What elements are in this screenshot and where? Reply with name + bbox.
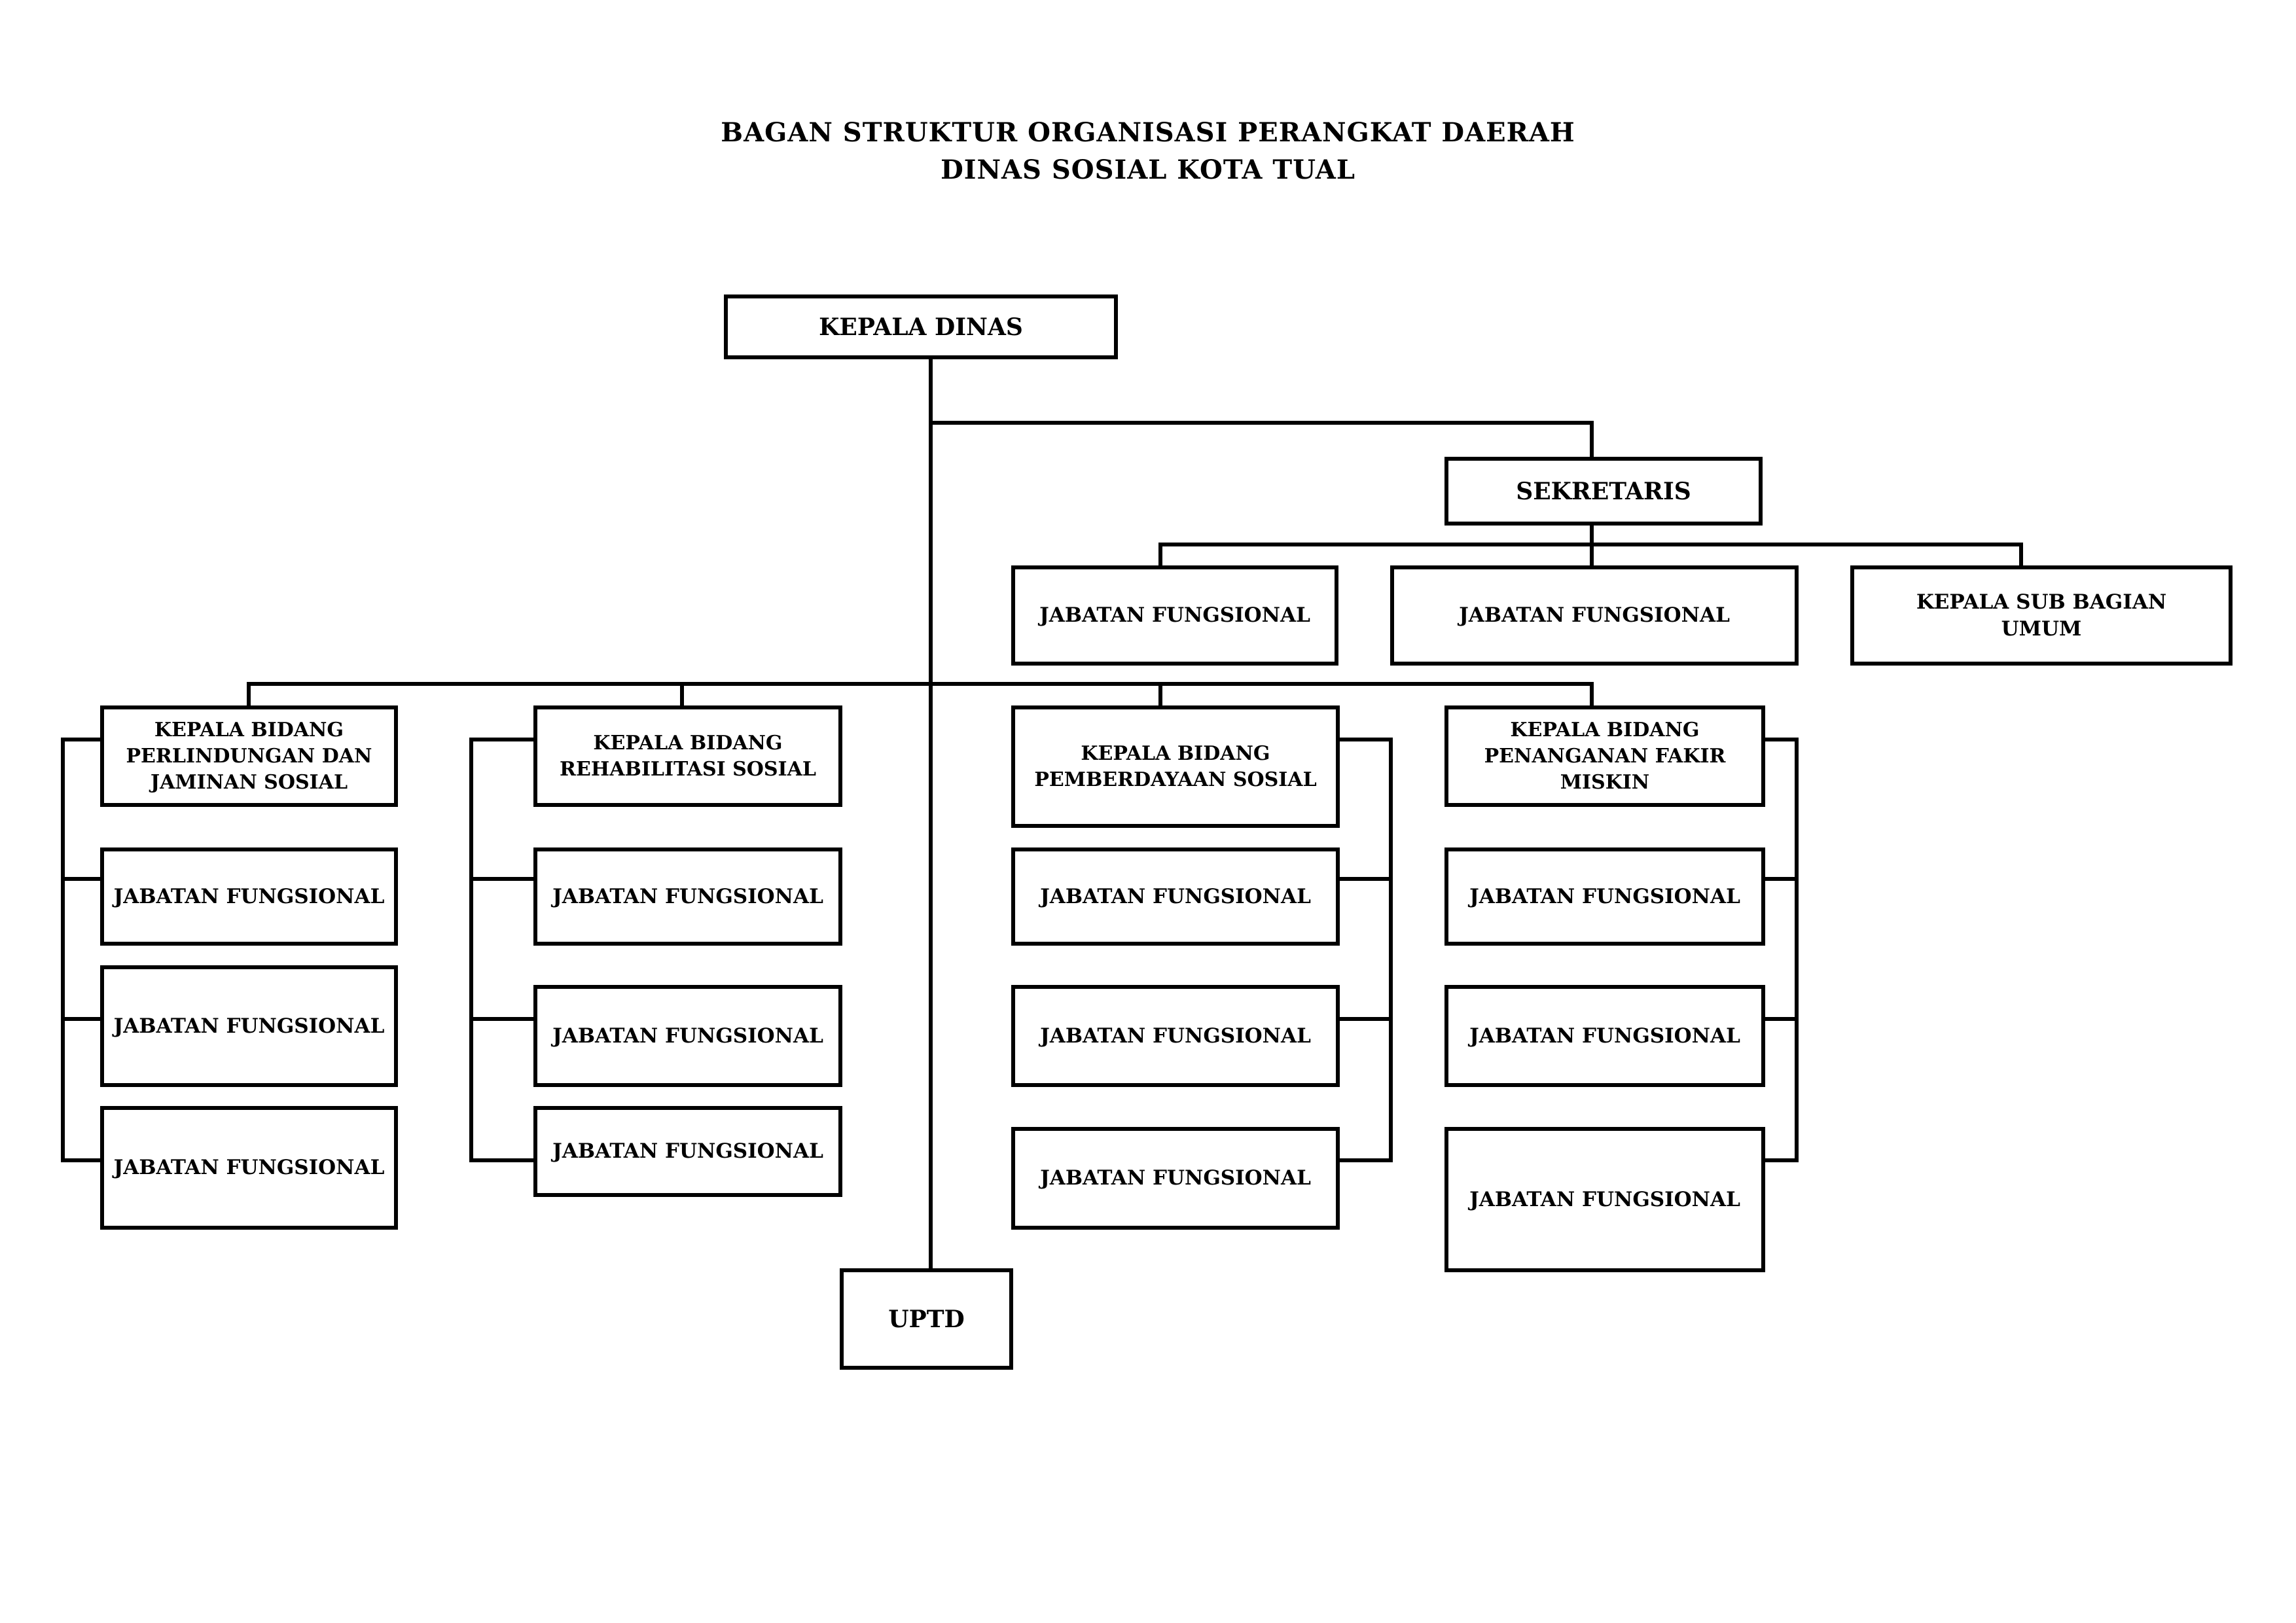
label-bidang-4-unit-2: JABATAN FUNGSIONAL [1469,1024,1740,1048]
box-bidang-4-unit-2: JABATAN FUNGSIONAL [1444,985,1765,1087]
box-bidang-2-unit-3: JABATAN FUNGSIONAL [533,1106,842,1197]
label-kepala-sub-bagian-umum: KEPALA SUB BAGIAN UMUM [1916,590,2167,641]
box-kepala-bidang-rehabilitasi: KEPALA BIDANG REHABILITASI SOSIAL [533,705,842,807]
label-bidang-3-unit-2: JABATAN FUNGSIONAL [1040,1024,1311,1048]
label-bidang-1-unit-2: JABATAN FUNGSIONAL [113,1014,385,1038]
label-bidang-4-unit-1: JABATAN FUNGSIONAL [1469,884,1740,908]
label-bidang-1-unit-1: JABATAN FUNGSIONAL [113,884,385,908]
label-uptd: UPTD [888,1305,965,1333]
label-bidang-3-unit-3: JABATAN FUNGSIONAL [1040,1166,1311,1190]
label-sekretariat-unit-1: JABATAN FUNGSIONAL [1039,603,1310,627]
box-kepala-sub-bagian-umum: KEPALA SUB BAGIAN UMUM [1850,565,2233,666]
chart-title-line-2: DINAS SOSIAL KOTA TUAL [941,154,1355,185]
chart-title-line-1: BAGAN STRUKTUR ORGANISASI PERANGKAT DAER… [721,117,1575,148]
label-sekretariat-unit-2: JABATAN FUNGSIONAL [1459,603,1730,627]
box-bidang-2-unit-1: JABATAN FUNGSIONAL [533,847,842,946]
box-bidang-4-unit-3: JABATAN FUNGSIONAL [1444,1127,1765,1272]
label-bidang-2-unit-3: JABATAN FUNGSIONAL [552,1139,823,1163]
box-bidang-4-unit-1: JABATAN FUNGSIONAL [1444,847,1765,946]
box-kepala-bidang-perlindungan: KEPALA BIDANG PERLINDUNGAN DAN JAMINAN S… [100,705,398,807]
box-bidang-3-unit-3: JABATAN FUNGSIONAL [1011,1127,1340,1230]
box-bidang-1-unit-2: JABATAN FUNGSIONAL [100,965,398,1087]
box-sekretaris: SEKRETARIS [1444,457,1763,526]
label-bidang-1-unit-3: JABATAN FUNGSIONAL [113,1156,385,1179]
label-bidang-4-unit-3: JABATAN FUNGSIONAL [1469,1187,1740,1211]
label-kepala-bidang-rehabilitasi: KEPALA BIDANG REHABILITASI SOSIAL [560,731,816,781]
box-kepala-bidang-pemberdayaan: KEPALA BIDANG PEMBERDAYAAN SOSIAL [1011,705,1340,828]
box-bidang-3-unit-1: JABATAN FUNGSIONAL [1011,847,1340,946]
label-bidang-3-unit-1: JABATAN FUNGSIONAL [1040,884,1311,908]
label-bidang-2-unit-2: JABATAN FUNGSIONAL [552,1024,823,1048]
label-kepala-bidang-pemberdayaan: KEPALA BIDANG PEMBERDAYAAN SOSIAL [1034,741,1317,791]
box-uptd: UPTD [840,1268,1013,1370]
box-bidang-1-unit-3: JABATAN FUNGSIONAL [100,1106,398,1230]
label-kepala-bidang-perlindungan: KEPALA BIDANG PERLINDUNGAN DAN JAMINAN S… [126,718,372,794]
label-sekretaris: SEKRETARIS [1516,477,1691,505]
box-kepala-dinas: KEPALA DINAS [724,294,1118,359]
label-kepala-bidang-penanganan-fakir-miskin: KEPALA BIDANG PENANGANAN FAKIR MISKIN [1484,718,1726,794]
box-bidang-3-unit-2: JABATAN FUNGSIONAL [1011,985,1340,1087]
box-kepala-bidang-penanganan-fakir-miskin: KEPALA BIDANG PENANGANAN FAKIR MISKIN [1444,705,1765,807]
label-kepala-dinas: KEPALA DINAS [819,313,1023,341]
box-sekretariat-unit-2: JABATAN FUNGSIONAL [1390,565,1799,666]
label-bidang-2-unit-1: JABATAN FUNGSIONAL [552,884,823,908]
connector-sekretaris [929,421,1594,459]
box-bidang-2-unit-2: JABATAN FUNGSIONAL [533,985,842,1087]
box-bidang-1-unit-1: JABATAN FUNGSIONAL [100,847,398,946]
box-sekretariat-unit-1: JABATAN FUNGSIONAL [1011,565,1338,666]
